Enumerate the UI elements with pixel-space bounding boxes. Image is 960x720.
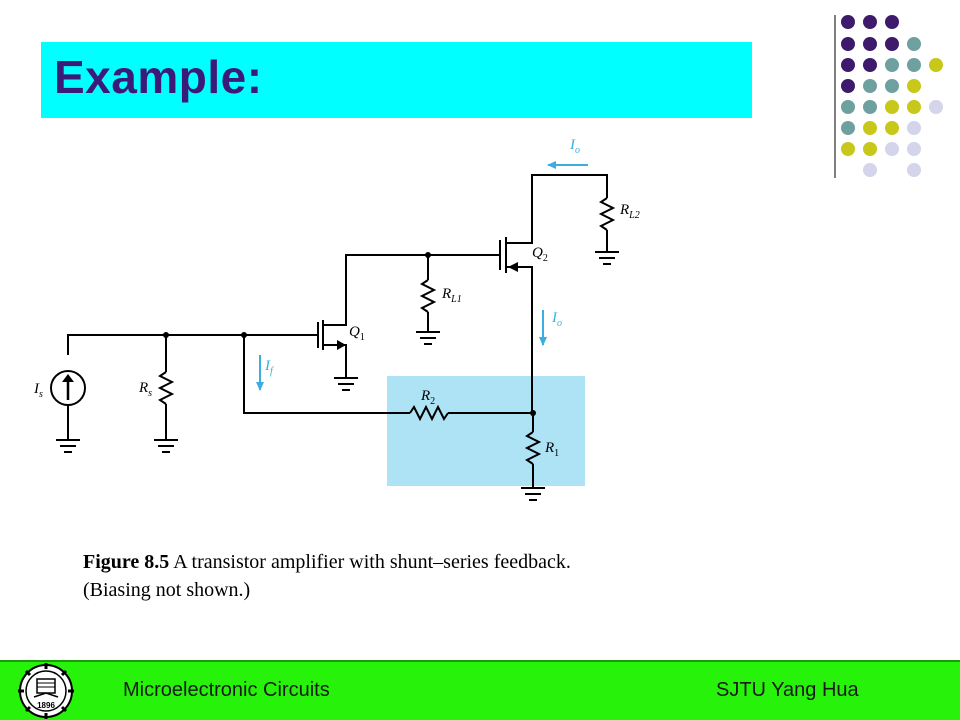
r2-resistor <box>409 404 449 422</box>
ground-symbols <box>56 251 619 501</box>
dot <box>885 58 899 72</box>
footer-course-title: Microelectronic Circuits <box>123 679 330 701</box>
dot <box>907 100 921 114</box>
dot <box>863 142 877 156</box>
input-wire <box>67 334 318 355</box>
dot <box>885 15 899 29</box>
node-dot <box>530 410 536 416</box>
dot <box>885 79 899 93</box>
dot <box>863 100 877 114</box>
label-q1: Q1 <box>349 324 365 343</box>
label-rs: Rs <box>138 380 152 399</box>
dot <box>907 79 921 93</box>
node-dot <box>425 252 431 258</box>
dot <box>863 121 877 135</box>
feedback-left-wire <box>243 335 410 414</box>
rs-resistor <box>157 371 175 405</box>
label-rl1: RL1 <box>441 286 462 305</box>
ground-icon <box>416 331 440 345</box>
caption-figure-number: Figure 8.5 <box>83 551 170 573</box>
university-logo-icon: 1896 <box>18 663 74 719</box>
label-q2: Q2 <box>532 245 548 264</box>
label-r2: R2 <box>420 388 435 407</box>
q1-source-wire <box>323 344 347 378</box>
dot <box>907 121 921 135</box>
dot <box>907 163 921 177</box>
dot <box>863 163 877 177</box>
current-source-arrowhead <box>62 374 74 382</box>
dot <box>863 58 877 72</box>
dot <box>907 37 921 51</box>
r1-resistor <box>524 431 542 465</box>
dot <box>863 15 877 29</box>
svg-text:1896: 1896 <box>37 701 55 710</box>
dot <box>863 79 877 93</box>
label-r1: R1 <box>544 440 559 459</box>
q2-source-arrow <box>508 262 518 272</box>
dot <box>841 79 855 93</box>
dot <box>841 37 855 51</box>
node-dot <box>163 332 169 338</box>
dot <box>885 37 899 51</box>
dot <box>841 100 855 114</box>
label-is: Is <box>33 381 43 400</box>
dot <box>841 58 855 72</box>
dot <box>885 142 899 156</box>
rl1-resistor <box>419 279 437 313</box>
footer-bar: Microelectronic Circuits SJTU Yang Hua <box>0 660 960 720</box>
dot <box>929 58 943 72</box>
dot <box>841 121 855 135</box>
label-io-mid: Io <box>551 310 562 329</box>
dot <box>907 142 921 156</box>
ground-icon <box>595 251 619 265</box>
node-dot <box>241 332 247 338</box>
decorative-dot-grid <box>834 15 943 178</box>
dot <box>907 58 921 72</box>
ground-icon <box>334 377 358 391</box>
label-io-top: Io <box>569 137 580 156</box>
dot <box>885 100 899 114</box>
figure-caption: Figure 8.5 A transistor amplifier with s… <box>83 548 603 604</box>
footer-author: SJTU Yang Hua <box>716 679 859 701</box>
caption-text: A transistor amplifier with shunt–series… <box>83 551 571 601</box>
slide-title: Example: <box>54 51 263 103</box>
dot <box>885 121 899 135</box>
circuit-diagram: Is Rs If Q1 RL1 Q2 RL2 Io Io R2 R1 <box>33 137 640 501</box>
footer-divider <box>0 660 960 662</box>
title-bar: Example: <box>41 42 752 118</box>
ground-icon <box>56 439 80 453</box>
dot <box>841 15 855 29</box>
feedback-network-highlight <box>387 376 585 486</box>
q2-drain-wire <box>506 174 608 244</box>
q1-drain-wire <box>323 254 428 326</box>
dot <box>841 142 855 156</box>
ground-icon <box>154 439 178 453</box>
label-rl2: RL2 <box>619 202 640 221</box>
q1-source-arrow <box>337 340 346 350</box>
dot <box>863 37 877 51</box>
dot <box>929 100 943 114</box>
ground-icon <box>521 487 545 501</box>
rl2-resistor <box>598 197 616 231</box>
label-if: If <box>264 358 274 377</box>
